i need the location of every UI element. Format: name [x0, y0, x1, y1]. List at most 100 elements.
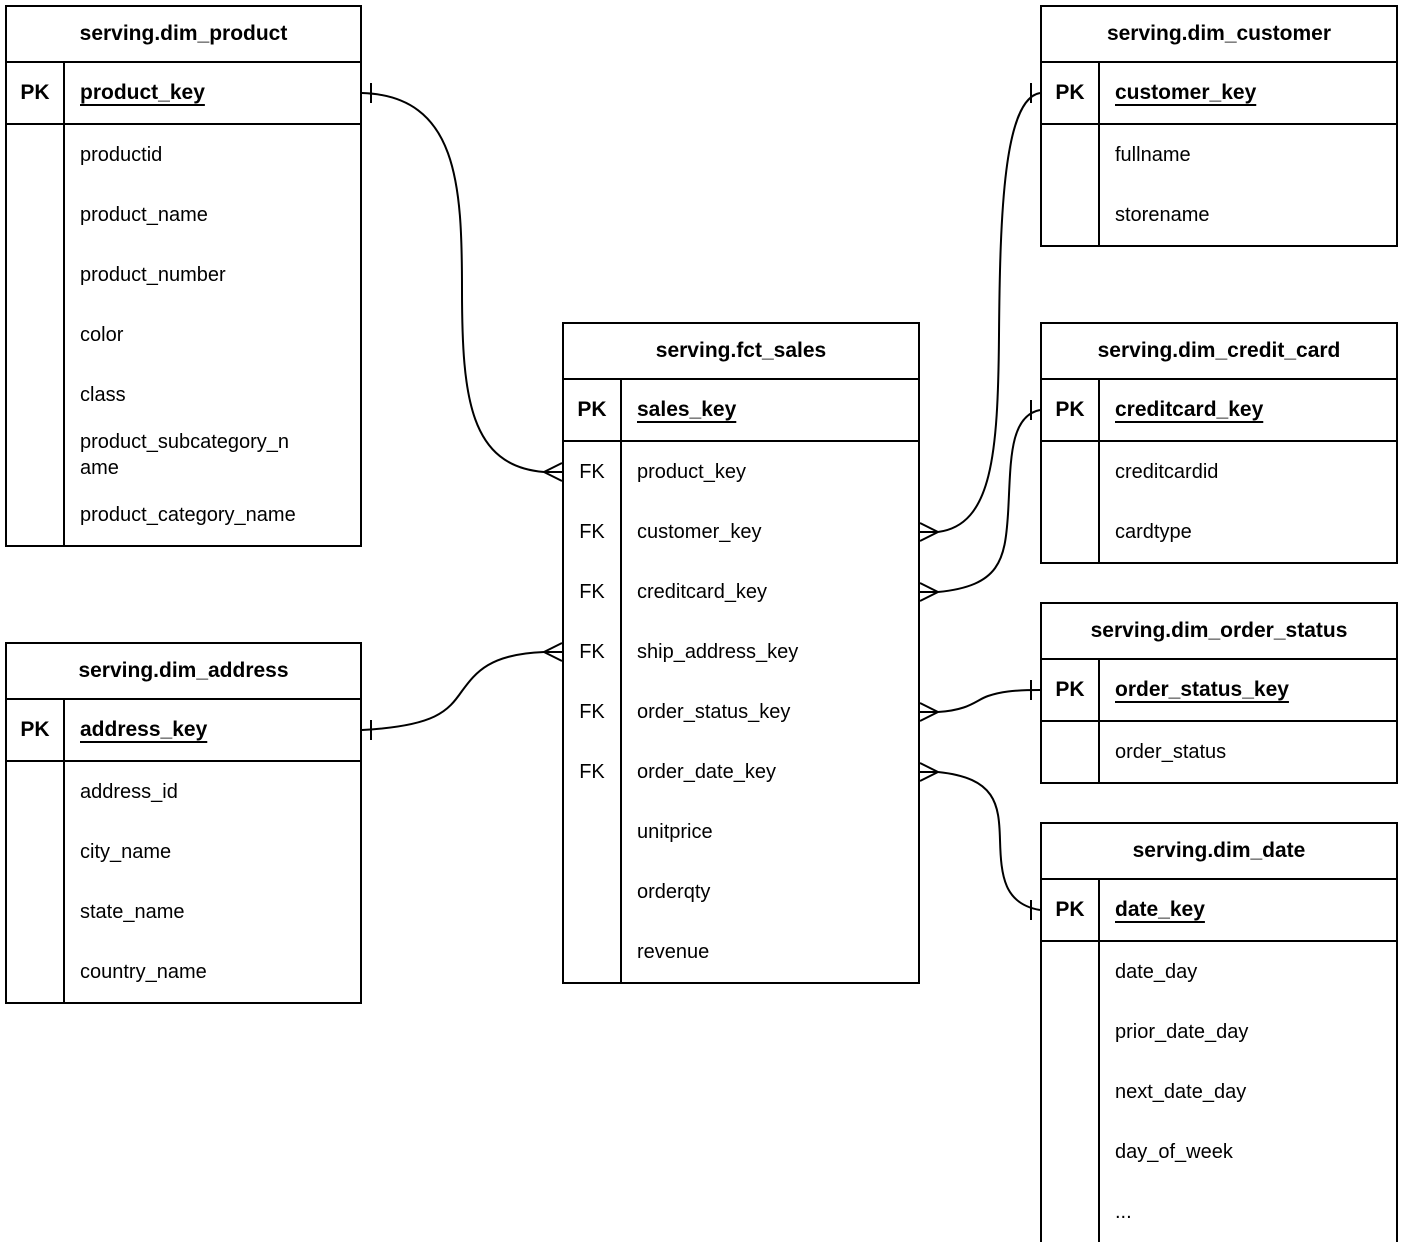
table-dim-customer: serving.dim_customer PK customer_key ful…	[1040, 5, 1398, 247]
primary-key-cell: product_key	[65, 63, 360, 123]
field-name: prior_date_day	[1115, 1020, 1249, 1043]
field-row: product_name	[7, 185, 360, 245]
primary-key-field: date_key	[1115, 898, 1205, 921]
field-name: productid	[80, 143, 163, 166]
key-cell	[7, 942, 65, 1002]
fk-badge: FK	[564, 622, 622, 682]
key-cell	[1042, 1182, 1100, 1242]
field-name: country_name	[80, 960, 207, 983]
field-name: class	[80, 383, 126, 406]
field-name: revenue	[637, 940, 710, 963]
pk-badge: PK	[1042, 880, 1100, 940]
field-row: prior_date_day	[1042, 1002, 1396, 1062]
key-cell	[7, 305, 65, 365]
field-name: product_key	[637, 460, 746, 483]
table-title: serving.dim_product	[7, 7, 360, 63]
relationship-fct-sales-dim-credit-card	[919, 400, 1041, 602]
primary-key-row: PK date_key	[1042, 880, 1396, 942]
field-row: orderqty	[564, 862, 918, 922]
relationship-line	[937, 92, 1041, 533]
key-cell	[7, 485, 65, 545]
field-row: ...	[1042, 1182, 1396, 1242]
primary-key-cell: customer_key	[1100, 63, 1396, 123]
field-row: FK product_key	[564, 442, 918, 502]
field-name-wrapped: product_subcategory_name	[65, 425, 360, 485]
pk-badge: PK	[1042, 63, 1100, 123]
field-name: next_date_day	[1115, 1080, 1247, 1103]
field-row: state_name	[7, 882, 360, 942]
key-cell	[7, 245, 65, 305]
table-dim-credit-card: serving.dim_credit_card PK creditcard_ke…	[1040, 322, 1398, 564]
relationship-line	[937, 409, 1041, 593]
primary-key-row: PK sales_key	[564, 380, 918, 442]
key-cell	[1042, 442, 1100, 502]
field-name: product_name	[80, 203, 208, 226]
field-row: next_date_day	[1042, 1062, 1396, 1122]
primary-key-field: creditcard_key	[1115, 398, 1264, 421]
field-name: day_of_week	[1115, 1140, 1233, 1163]
key-cell	[564, 922, 622, 982]
field-name: orderqty	[637, 880, 711, 903]
field-name: color	[80, 323, 124, 346]
key-cell	[564, 802, 622, 862]
field-name: date_day	[1115, 960, 1198, 983]
key-cell	[1042, 1002, 1100, 1062]
field-row: order_status	[1042, 722, 1396, 782]
field-row: city_name	[7, 822, 360, 882]
key-cell	[1042, 125, 1100, 185]
relationship-line	[361, 92, 545, 473]
fk-badge: FK	[564, 442, 622, 502]
field-name: unitprice	[637, 820, 713, 843]
primary-key-field: order_status_key	[1115, 678, 1289, 701]
relationship-fct-sales-dim-order-status	[919, 680, 1041, 722]
pk-badge: PK	[7, 63, 65, 123]
field-name: storename	[1115, 203, 1210, 226]
field-row: product_category_name	[7, 485, 360, 545]
table-dim-order-status: serving.dim_order_status PK order_status…	[1040, 602, 1398, 784]
key-cell	[1042, 502, 1100, 562]
primary-key-cell: order_status_key	[1100, 660, 1396, 720]
table-title: serving.dim_credit_card	[1042, 324, 1396, 380]
field-row: FK creditcard_key	[564, 562, 918, 622]
field-row: storename	[1042, 185, 1396, 245]
field-name: creditcard_key	[637, 580, 768, 603]
primary-key-row: PK order_status_key	[1042, 660, 1396, 722]
field-row: unitprice	[564, 802, 918, 862]
table-title: serving.fct_sales	[564, 324, 918, 380]
field-row: productid	[7, 125, 360, 185]
relationship-line	[937, 771, 1041, 911]
field-name: product_subcategory_name	[80, 431, 290, 479]
field-name: creditcardid	[1115, 460, 1219, 483]
pk-badge: PK	[1042, 380, 1100, 440]
key-cell	[7, 762, 65, 822]
key-cell	[7, 822, 65, 882]
relationship-line	[361, 651, 545, 731]
pk-badge: PK	[1042, 660, 1100, 720]
fk-badge: FK	[564, 562, 622, 622]
primary-key-row: PK product_key	[7, 63, 360, 125]
key-cell	[564, 862, 622, 922]
key-cell	[1042, 1122, 1100, 1182]
field-name: city_name	[80, 840, 172, 863]
primary-key-cell: date_key	[1100, 880, 1396, 940]
primary-key-row: PK address_key	[7, 700, 360, 762]
field-name: fullname	[1115, 143, 1191, 166]
table-title: serving.dim_order_status	[1042, 604, 1396, 660]
field-row: date_day	[1042, 942, 1396, 1002]
relationship-fct-sales-dim-product	[361, 83, 563, 482]
key-cell	[7, 425, 65, 485]
relationship-fct-sales-dim-customer	[919, 83, 1041, 542]
fk-badge: FK	[564, 682, 622, 742]
many-crowsfoot-icon	[543, 462, 563, 482]
field-row: product_number	[7, 245, 360, 305]
many-crowsfoot-icon	[919, 522, 939, 542]
key-cell	[1042, 185, 1100, 245]
relationship-fct-sales-dim-date	[919, 762, 1041, 920]
key-cell	[7, 125, 65, 185]
key-cell	[1042, 722, 1100, 782]
